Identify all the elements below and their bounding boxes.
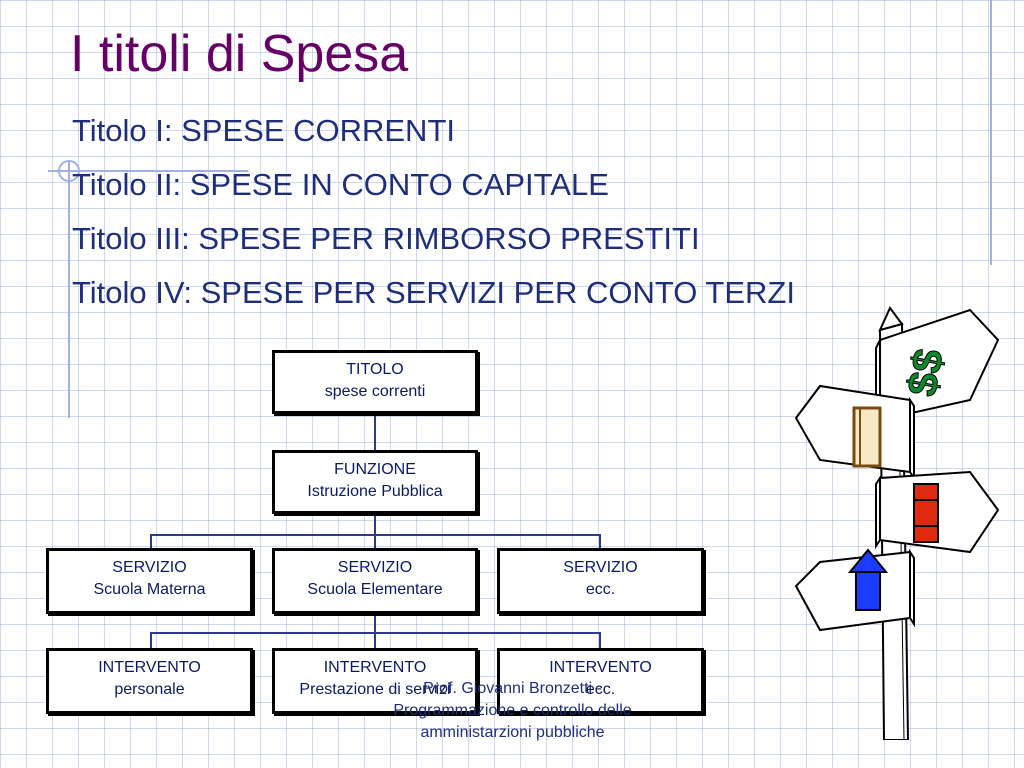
list-item: Titolo IV: SPESE PER SERVIZI PER CONTO T… (72, 275, 795, 310)
footer-line1: Prof. Giovanni Bronzetti - (423, 680, 602, 697)
connector-titolo-funzione (374, 413, 376, 453)
left-decor-line (68, 160, 70, 418)
connector-intervento-2 (374, 632, 376, 650)
box-servizio-line1: SERVIZIO (112, 559, 187, 576)
connector-servizio-1 (150, 534, 152, 550)
connector-funzione-down (374, 513, 376, 535)
box-servizio-line2: Scuola Materna (93, 581, 206, 598)
box-intervento: INTERVENTO ecc. (497, 648, 704, 714)
box-servizio-line2: Scuola Elementare (307, 581, 443, 598)
left-decor-circle (58, 160, 80, 182)
box-servizio-line1: SERVIZIO (563, 559, 638, 576)
box-intervento-line1: INTERVENTO (549, 659, 652, 676)
signpost-illustration: $$ (794, 306, 1000, 740)
barrel-icon (913, 483, 939, 543)
box-titolo-line2: spese correnti (324, 383, 426, 400)
footer-line3: amministarzioni pubbliche (420, 724, 605, 741)
list-item: Titolo III: SPESE PER RIMBORSO PRESTITI (72, 221, 700, 256)
sign-house (794, 548, 915, 632)
box-titolo: TITOLO spese correnti (272, 350, 478, 414)
left-decor-hline (48, 170, 248, 172)
box-funzione-line2: Istruzione Pubblica (307, 483, 443, 500)
sign-barrel (875, 470, 1000, 554)
box-servizio: SERVIZIO Scuola Materna (46, 548, 253, 614)
box-intervento-line2: personale (114, 681, 185, 698)
connector-servizio-down (374, 613, 376, 633)
box-titolo-line1: TITOLO (346, 361, 404, 378)
right-decor-line (990, 0, 992, 265)
box-servizio: SERVIZIO Scuola Elementare (272, 548, 478, 614)
box-servizio-line1: SERVIZIO (337, 559, 413, 576)
box-intervento: INTERVENTO Prestazione di servizi (272, 648, 478, 714)
sign-book (794, 384, 915, 482)
box-intervento-line1: INTERVENTO (98, 659, 201, 676)
connector-servizio-2 (374, 534, 376, 550)
footer-credit: Prof. Giovanni Bronzetti - Programmazion… (360, 678, 665, 744)
svg-text:$$: $$ (898, 345, 952, 399)
house-icon (847, 548, 889, 611)
list-item: Titolo II: SPESE IN CONTO CAPITALE (72, 167, 609, 202)
list-item: Titolo I: SPESE CORRENTI (72, 113, 455, 148)
box-servizio: SERVIZIO ecc. (497, 548, 704, 614)
box-intervento-line1: INTERVENTO (323, 659, 427, 676)
page-title: I titoli di Spesa (70, 25, 409, 83)
box-intervento-line2: Prestazione di servizi (299, 681, 451, 698)
dollar-icon: $$ (897, 345, 952, 400)
box-intervento: INTERVENTO personale (46, 648, 253, 714)
connector-servizio-3 (599, 534, 601, 550)
book-icon (852, 406, 882, 468)
box-intervento-line2: ecc. (585, 681, 616, 698)
box-funzione: FUNZIONE Istruzione Pubblica (272, 450, 478, 514)
box-funzione-line1: FUNZIONE (334, 461, 416, 478)
connector-intervento-1 (150, 632, 152, 650)
connector-intervento-3 (599, 632, 601, 650)
titoli-list: Titolo I: SPESE CORRENTI Titolo II: SPES… (72, 112, 795, 328)
footer-line2: Programmazione e controllo delle (393, 702, 632, 719)
box-servizio-line2: ecc. (585, 581, 616, 598)
